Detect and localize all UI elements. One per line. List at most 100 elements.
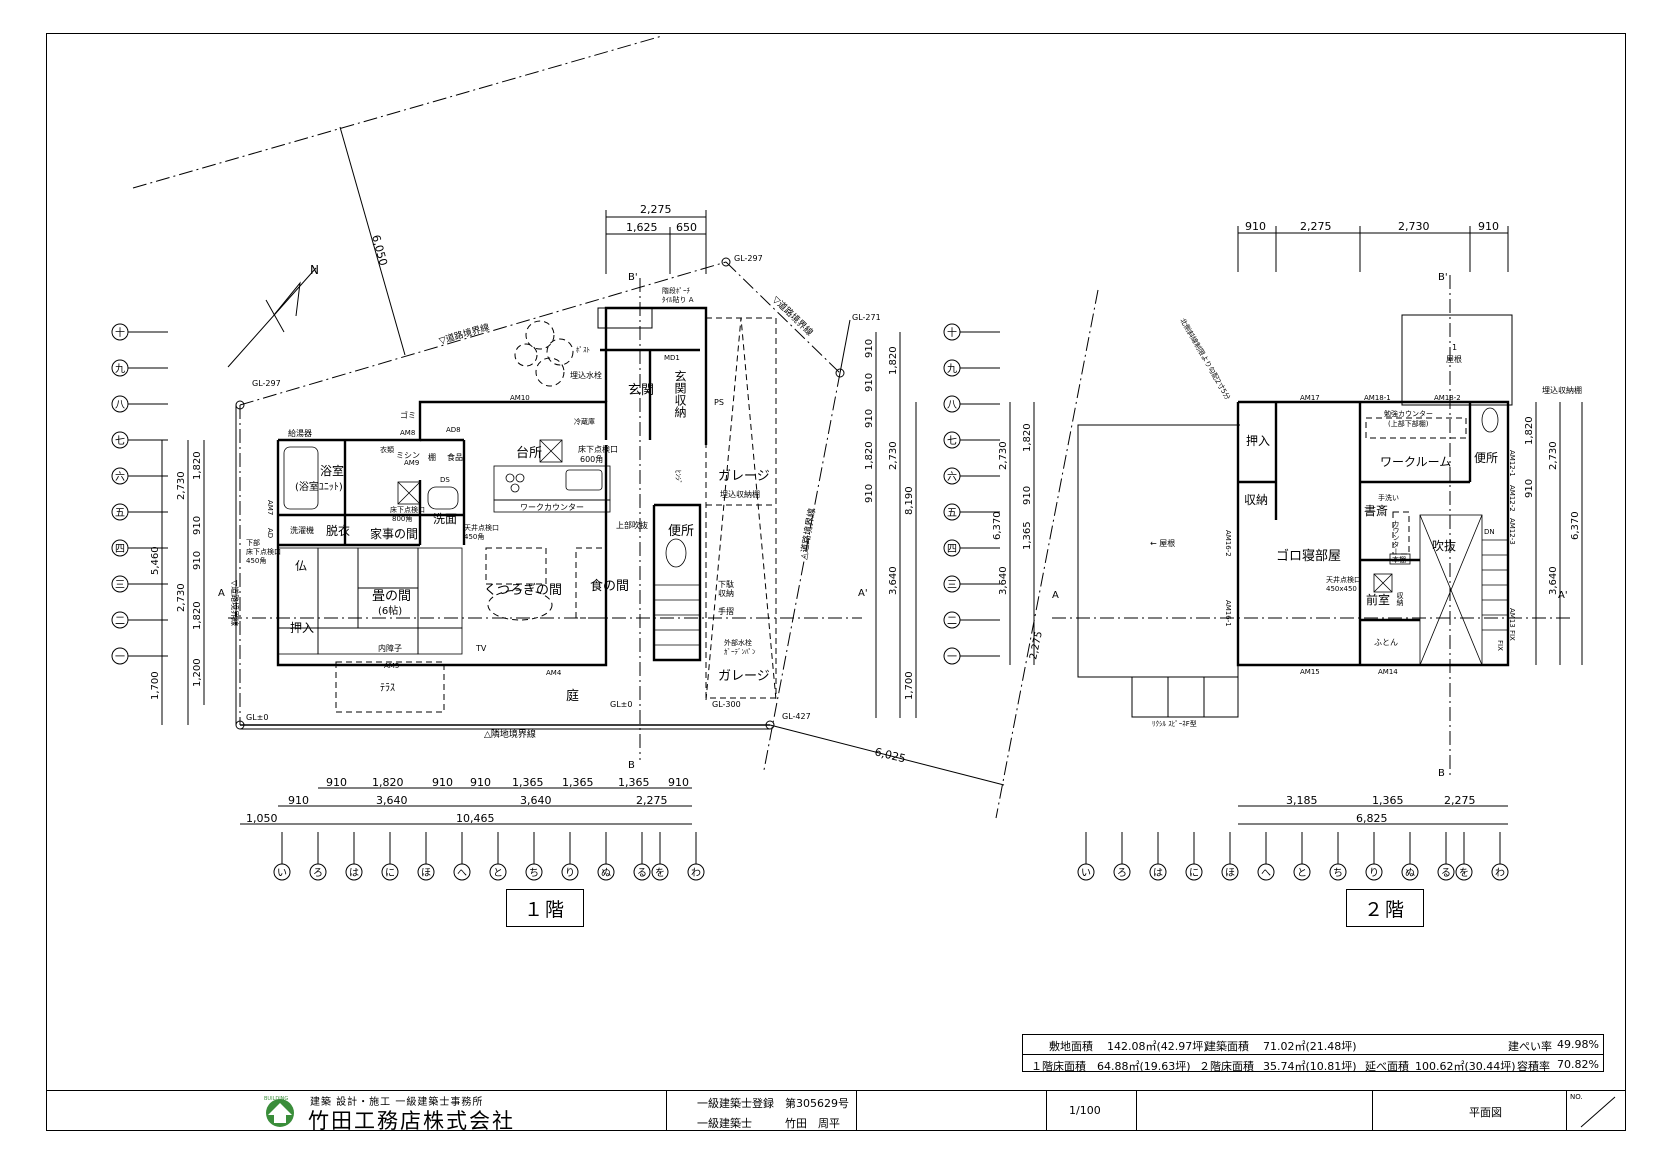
- svg-text:910: 910: [326, 776, 347, 789]
- f1-dims-top: 2,275 1,625 650: [605, 203, 707, 274]
- grid-col-label: ろ: [313, 868, 323, 879]
- grid-col-label: る: [1441, 867, 1451, 879]
- svg-text:1,050: 1,050: [246, 812, 278, 825]
- room-garage-upper: ガレージ: [718, 469, 770, 484]
- note-md1: MD1: [664, 354, 680, 362]
- room-roof-top: 屋根: [1446, 354, 1462, 364]
- living-table: [485, 547, 547, 585]
- svg-text:1,820: 1,820: [888, 346, 899, 375]
- svg-text:3,185: 3,185: [1286, 794, 1318, 807]
- note-underfloor-left2: 床下点検口: [246, 547, 281, 556]
- svg-text:650: 650: [676, 221, 697, 234]
- coverage-label: 建ぺい率: [1508, 1040, 1552, 1053]
- grid-col-label: ぬ: [1405, 867, 1415, 879]
- grid-col-label: わ: [691, 867, 701, 879]
- room-anteroom: 前室: [1366, 592, 1390, 607]
- svg-text:1,820: 1,820: [1524, 416, 1535, 445]
- note-size-800: 800角: [392, 514, 412, 523]
- f2-section-b-bottom: B: [1438, 768, 1445, 779]
- note-approach: 階段ﾎﾟｰﾁ: [662, 286, 690, 295]
- section-b-top: B': [628, 272, 638, 283]
- stairs-f1: [654, 584, 700, 646]
- grid-col-circle: [1113, 863, 1131, 881]
- grid-col-label: に: [385, 867, 395, 879]
- svg-text:3,640: 3,640: [998, 566, 1009, 595]
- tatami-mats: [277, 547, 463, 655]
- gl-427: GL-427: [782, 712, 811, 721]
- architect-name: 竹田 周平: [785, 1117, 840, 1130]
- gl-271: GL-271: [852, 313, 881, 322]
- work-counter: [493, 499, 611, 513]
- f2-dims-bottom: 3,185 1,365 2,275 6,825: [1238, 794, 1508, 825]
- room-butsu: 仏: [295, 559, 307, 573]
- svg-text:1,700: 1,700: [150, 671, 161, 700]
- far-label: 容積率: [1517, 1060, 1550, 1073]
- living-rug: [487, 589, 553, 621]
- grid-row-label: 七: [947, 435, 957, 447]
- drawing-frame: [46, 33, 1626, 1131]
- svg-text:2,730: 2,730: [888, 441, 899, 470]
- no-label: NO.: [1570, 1093, 1583, 1101]
- f2-note-am17: AM17: [1300, 394, 1320, 402]
- note-tv: TV: [475, 644, 487, 653]
- f1-dims-bottom: 910 1,820 910 910 1,365 1,365 1,365 910 …: [240, 776, 692, 825]
- f2-note-am15: AM15: [1300, 668, 1320, 676]
- note-water-heater: 給湯器: [288, 428, 312, 438]
- section-a-right: A': [858, 588, 868, 599]
- f2-dims-left: 2,730 1,820 910 1,365 6,370 3,640: [992, 402, 1035, 665]
- grid-col-circle: [1329, 863, 1347, 881]
- note-handrail: 手摺: [718, 606, 734, 616]
- f2-section-b-top: B': [1438, 272, 1448, 283]
- north-slant-line: [995, 289, 1099, 819]
- toilet-bowl-f1: [665, 538, 687, 568]
- svg-text:6,370: 6,370: [1570, 511, 1581, 540]
- grid-col-circle: [1365, 863, 1383, 881]
- grid-col-circle: [1077, 863, 1095, 881]
- note-outdoor-tap: 外部水栓: [724, 638, 752, 647]
- note-size-600: 600角: [580, 454, 603, 464]
- grid-col-circle: [633, 863, 651, 881]
- room-bath: 浴室: [320, 463, 344, 478]
- road-boundary-top-label: ▽道路境界線: [438, 321, 491, 347]
- road-boundary-right: [725, 261, 841, 374]
- svg-text:1,365: 1,365: [1022, 521, 1033, 550]
- svg-text:2,275: 2,275: [1444, 794, 1476, 807]
- gl-297-top: GL-297: [734, 254, 763, 263]
- room-dressing: 脱衣: [326, 523, 350, 538]
- room-terrace: ﾃﾗｽ: [380, 683, 395, 694]
- floor1-plan: 6,050 ▽道路境界線 ▽道路境界線 △道路境界線 ▽道路境界線 △隣地境界線…: [132, 35, 1005, 825]
- svg-text:10,465: 10,465: [456, 812, 495, 825]
- f2-area-value: 35.74㎡(10.81坪): [1263, 1060, 1357, 1073]
- room-storage2-f2: 収納: [1396, 592, 1404, 607]
- note-upper-void: 上部吹抜: [616, 520, 648, 530]
- svg-text:1,820: 1,820: [192, 451, 203, 480]
- grid-row-label: 十: [115, 326, 125, 339]
- f2-note-am12-1: AM12-1: [1508, 450, 1516, 477]
- svg-text:2,730: 2,730: [1548, 441, 1559, 470]
- f2-note-storage-wall: 埋込収納棚: [1542, 385, 1582, 395]
- building-area-value: 71.02㎡(21.48坪): [1263, 1040, 1357, 1053]
- svg-text:8,190: 8,190: [904, 486, 915, 515]
- svg-text:910: 910: [1022, 486, 1033, 505]
- grid-row-label: 五: [947, 508, 957, 519]
- note-underfloor-inspect: 床下点検口: [578, 444, 618, 454]
- grid-col-circle: [1149, 863, 1167, 881]
- grid-col-label: は: [1153, 867, 1163, 879]
- note-shoe2: 収納: [718, 588, 734, 598]
- f2-note-am12-3: AM12-3: [1508, 518, 1516, 545]
- f2-note-am12-2: AM12-2: [1508, 485, 1516, 512]
- svg-text:910: 910: [1478, 220, 1499, 233]
- svg-text:2,730: 2,730: [176, 583, 187, 612]
- bathtub: [283, 446, 319, 510]
- room-entrance: 玄関: [628, 383, 654, 398]
- road-boundary-right-label: ▽道路境界線: [770, 294, 816, 339]
- company-name: 竹田工務店株式会社: [308, 1109, 515, 1133]
- svg-text:2,275: 2,275: [640, 203, 672, 216]
- grid-col-label: ち: [1333, 867, 1343, 879]
- grid-row-label: 六: [115, 471, 125, 483]
- svg-text:1,365: 1,365: [562, 776, 594, 789]
- grid-row-label: 七: [115, 435, 125, 447]
- svg-text:1,200: 1,200: [192, 658, 203, 687]
- note-sewing: ミシン: [396, 451, 420, 460]
- svg-text:910: 910: [864, 409, 875, 428]
